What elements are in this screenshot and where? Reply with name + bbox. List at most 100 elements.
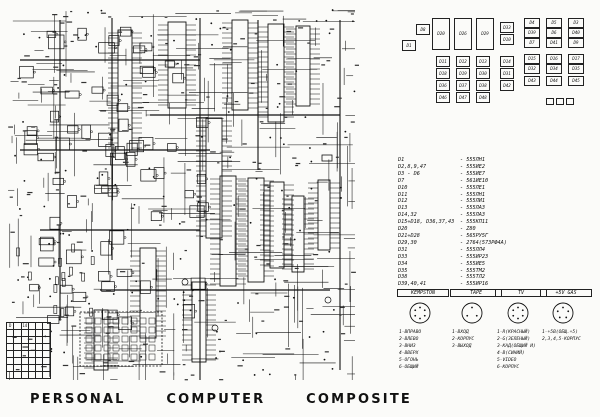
- gate-inverter-bubble: [53, 260, 57, 264]
- chip-box: D6: [546, 28, 562, 38]
- connector-pin: 5-VIDEO: [497, 357, 517, 363]
- chip-box: D40: [568, 28, 584, 38]
- resistor: [16, 247, 20, 257]
- pin-number-mark: [128, 128, 133, 130]
- table-cell: [13, 343, 22, 351]
- wire-junction: [59, 232, 62, 235]
- keyboard-matrix-key: [85, 317, 93, 325]
- resistor: [55, 276, 59, 286]
- table-cell: [42, 357, 51, 365]
- logic-gate: [190, 277, 206, 290]
- keyboard-matrix-key: [130, 326, 138, 334]
- gate-inverter-bubble: [131, 271, 135, 275]
- legend-key: D3 - D6: [398, 170, 420, 177]
- pin-number-mark: [21, 81, 27, 83]
- connector-pin-dot: [565, 316, 568, 319]
- wire-junction: [308, 336, 311, 338]
- wire-junction: [182, 291, 185, 294]
- chip-box: D34: [546, 64, 562, 74]
- logic-gate: [116, 268, 133, 277]
- table-row: [5, 357, 51, 365]
- pin-number-mark: [254, 256, 258, 258]
- pin-number-mark: [218, 338, 221, 341]
- pin-number-mark: [339, 314, 342, 316]
- logic-gate: [38, 257, 55, 267]
- connector-pin-dot: [419, 306, 421, 309]
- pin-number-mark: [313, 253, 319, 256]
- wire-junction: [253, 374, 256, 376]
- ic-package: [117, 29, 133, 151]
- logic-gate: [40, 236, 54, 252]
- wire-junction: [162, 195, 165, 198]
- chip-box: D5: [546, 18, 562, 28]
- wire-junction: [304, 116, 307, 119]
- wire-junction: [38, 36, 41, 39]
- pin-number-mark: [193, 56, 199, 58]
- pin-number-mark: [307, 42, 310, 44]
- chip-box: D11: [436, 56, 450, 67]
- legend-key: D12: [398, 198, 408, 205]
- logic-gate: [101, 185, 118, 194]
- gate-inverter-bubble: [53, 240, 57, 243]
- table-cell: [42, 371, 51, 379]
- keyboard-matrix-key: [112, 344, 120, 352]
- logic-gate: [153, 167, 165, 180]
- wire-junction: [278, 102, 281, 105]
- legend-row: D3 - D6- 555ИЕ7: [398, 171, 588, 178]
- legend-value: - 561ИЕ10: [460, 177, 489, 184]
- connector-pin-dot: [475, 314, 478, 317]
- gate-inverter-bubble: [36, 129, 40, 133]
- pin-number-mark: [56, 224, 62, 226]
- wire-junction: [91, 250, 94, 252]
- connector-pin: 2-КОРПУС: [452, 336, 475, 342]
- table-cell: [5, 371, 15, 379]
- table-row: [5, 371, 51, 379]
- table-cell: [5, 350, 15, 358]
- pin-number-mark: [70, 10, 73, 13]
- transistor: [324, 296, 332, 304]
- gate-inverter-bubble: [114, 285, 117, 288]
- legend-value: - 2764(573РФ4А): [460, 239, 507, 246]
- wire-junction: [262, 368, 264, 371]
- wire-junction: [310, 187, 313, 190]
- wire-junction: [192, 289, 194, 292]
- gate-inverter-bubble: [103, 88, 106, 92]
- legend-value: - 555ЛА3: [460, 212, 485, 219]
- wire-junction: [50, 350, 53, 353]
- logic-gate: [40, 86, 53, 95]
- pin-number-mark: [219, 379, 224, 381]
- logic-gate: [140, 169, 157, 182]
- connector-pin: 2-ВЛЕВО: [399, 336, 419, 342]
- connector-pin: 3-ВЫХОД: [452, 343, 472, 349]
- pin-number-mark: [255, 293, 259, 295]
- logic-gate: [38, 238, 55, 246]
- wire-junction: [281, 189, 283, 192]
- logic-gate: [139, 42, 153, 52]
- table-header-cell: [13, 322, 22, 330]
- chip-box: D1: [402, 40, 416, 51]
- wire-junction: [176, 303, 179, 306]
- wire-junction: [126, 228, 129, 231]
- connector-pin: 2-G(ЗЕЛЕНЫЙ): [497, 336, 531, 342]
- logic-gate: [55, 137, 70, 151]
- wire-junction: [292, 296, 295, 299]
- chip-box: D3: [568, 18, 584, 28]
- keyboard-matrix-key: [139, 353, 147, 361]
- legend-row: D21÷D28- 565РУ5Г: [398, 233, 588, 240]
- legend-value: - 565РУ5Г: [460, 232, 489, 239]
- legend-key: D2,8,9,47: [398, 163, 427, 170]
- pin-number-mark: [10, 231, 15, 233]
- chip-box: D39: [524, 28, 540, 38]
- wire-junction: [179, 257, 182, 260]
- wire-junction: [219, 27, 222, 30]
- pin-number-mark: [184, 249, 187, 252]
- wire-junction: [57, 87, 60, 89]
- pin-number-mark: [122, 161, 129, 163]
- resistor: [27, 271, 32, 281]
- pin-number-mark: [63, 15, 69, 18]
- keyboard-matrix-key: [121, 335, 129, 343]
- wire-junction: [17, 279, 20, 281]
- legend-key: D35: [398, 267, 408, 274]
- wire-junction: [268, 373, 271, 376]
